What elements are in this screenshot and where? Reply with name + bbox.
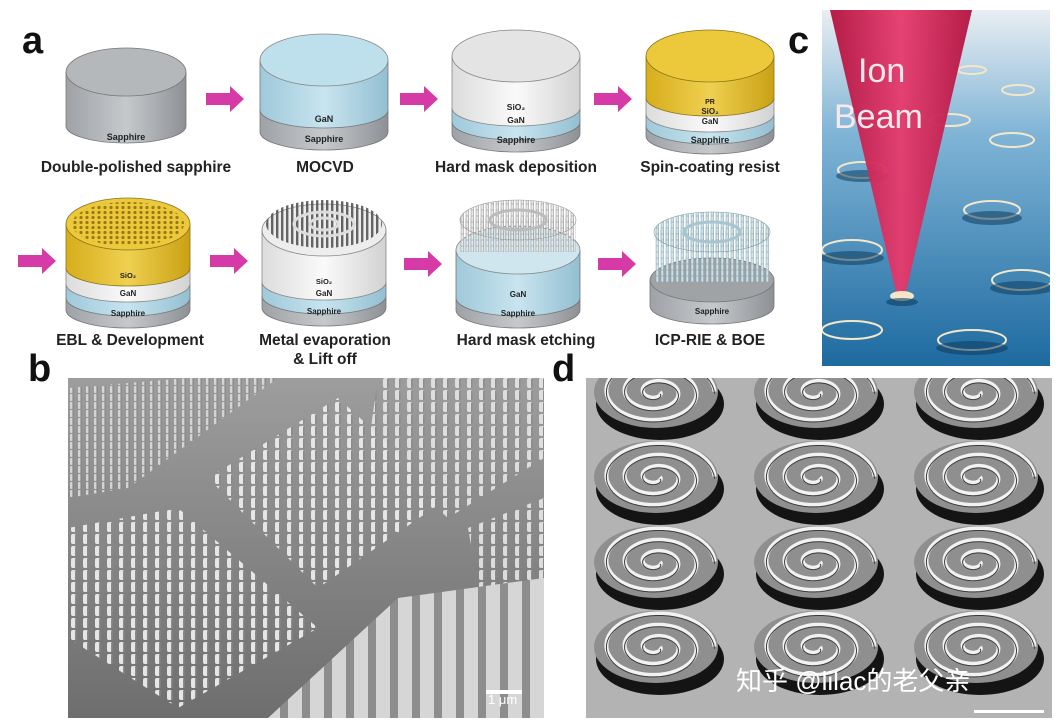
arrow-icon bbox=[18, 248, 56, 274]
spiral-resonator bbox=[754, 526, 884, 610]
layer-label-sapphire: Sapphire bbox=[691, 135, 730, 145]
spiral-resonator bbox=[754, 611, 884, 695]
layer-label-gan: GaN bbox=[507, 115, 524, 125]
wafer-step-3: SiO₂ GaN Sapphire bbox=[451, 29, 581, 153]
step-label: Hard mask etching bbox=[456, 332, 596, 349]
spiral-resonator bbox=[754, 441, 884, 525]
layer-label-sapphire: Sapphire bbox=[107, 132, 146, 142]
process-flow-diagram: Sapphire GaN Sapphire SiO₂ GaN Sapphire … bbox=[18, 29, 775, 329]
layer-label-gan: GaN bbox=[510, 290, 527, 299]
spiral-resonator bbox=[914, 441, 1044, 525]
layer-label-sapphire: Sapphire bbox=[501, 309, 536, 318]
spiral-resonator bbox=[914, 611, 1044, 695]
panel-letter-a: a bbox=[22, 20, 44, 62]
layer-label-sapphire: Sapphire bbox=[307, 307, 342, 316]
wafer-step-5: SiO₂ GaN Sapphire bbox=[65, 197, 191, 329]
layer-label-gan: GaN bbox=[315, 114, 334, 124]
scale-bar bbox=[486, 690, 522, 694]
layer-label-sio2: SiO₂ bbox=[701, 107, 719, 116]
step-label: MOCVD bbox=[296, 159, 354, 176]
wafer-step-8: Sapphire bbox=[649, 211, 775, 325]
arrow-icon bbox=[400, 86, 438, 112]
spiral-resonator bbox=[914, 378, 1044, 440]
spiral-resonator bbox=[594, 378, 724, 440]
step-label-line: & Lift off bbox=[293, 351, 357, 368]
layer-label-sapphire: Sapphire bbox=[695, 307, 730, 316]
ion-beam-label: Ion bbox=[858, 52, 905, 90]
arrow-icon bbox=[206, 86, 244, 112]
spiral-resonator bbox=[594, 611, 724, 695]
layer-label-gan: GaN bbox=[120, 289, 137, 298]
step-label: Spin-coating resist bbox=[640, 159, 780, 176]
wafer-step-2: GaN Sapphire bbox=[259, 33, 389, 151]
layer-label-sio2: SiO₂ bbox=[507, 102, 526, 112]
ion-beam-illustration: Ion Beam bbox=[822, 10, 1050, 366]
panel-letter-b: b bbox=[28, 348, 52, 390]
step-label: Metal evaporation & Lift off bbox=[240, 331, 410, 369]
scale-bar-label: 1 μm bbox=[488, 692, 517, 707]
layer-label-sapphire: Sapphire bbox=[305, 134, 344, 144]
sem-nanopillar-image: 1 μm bbox=[68, 378, 544, 718]
wafer-step-6: SiO₂ GaN Sapphire bbox=[261, 200, 387, 327]
layer-label-gan: GaN bbox=[316, 289, 333, 298]
layer-label-gan: GaN bbox=[702, 117, 719, 126]
layer-label-pr: PR bbox=[705, 99, 715, 106]
arrow-icon bbox=[404, 251, 442, 277]
spiral-resonator bbox=[754, 378, 884, 440]
step-label: Double-polished sapphire bbox=[40, 159, 232, 176]
wafer-step-4: PR SiO₂ GaN Sapphire bbox=[645, 29, 775, 155]
watermark: 知乎 @lilac的老父亲 bbox=[736, 666, 970, 696]
layer-label-sapphire: Sapphire bbox=[111, 309, 146, 318]
arrow-icon bbox=[594, 86, 632, 112]
arrow-icon bbox=[210, 248, 248, 274]
ion-beam bbox=[830, 10, 972, 292]
layer-label-sio2: SiO₂ bbox=[120, 271, 136, 280]
step-label: ICP-RIE & BOE bbox=[654, 332, 766, 349]
ion-beam-label: Beam bbox=[834, 98, 923, 136]
wafer-step-1: Sapphire bbox=[65, 47, 187, 144]
spiral-resonator bbox=[594, 526, 724, 610]
step-label: EBL & Development bbox=[56, 332, 204, 349]
sem-spiral-image: 知乎 @lilac的老父亲 bbox=[586, 378, 1052, 718]
panel-letter-c: c bbox=[788, 20, 810, 62]
spiral-resonator bbox=[914, 526, 1044, 610]
scale-bar bbox=[974, 710, 1044, 713]
step-label: Hard mask deposition bbox=[435, 159, 597, 176]
spiral-resonator bbox=[594, 441, 724, 525]
arrow-icon bbox=[598, 251, 636, 277]
step-label-line: Metal evaporation bbox=[259, 332, 391, 349]
panel-letter-d: d bbox=[552, 348, 576, 390]
layer-label-sapphire: Sapphire bbox=[497, 135, 536, 145]
layer-label-sio2: SiO₂ bbox=[316, 277, 332, 286]
wafer-step-7: GaN Sapphire bbox=[455, 199, 581, 329]
